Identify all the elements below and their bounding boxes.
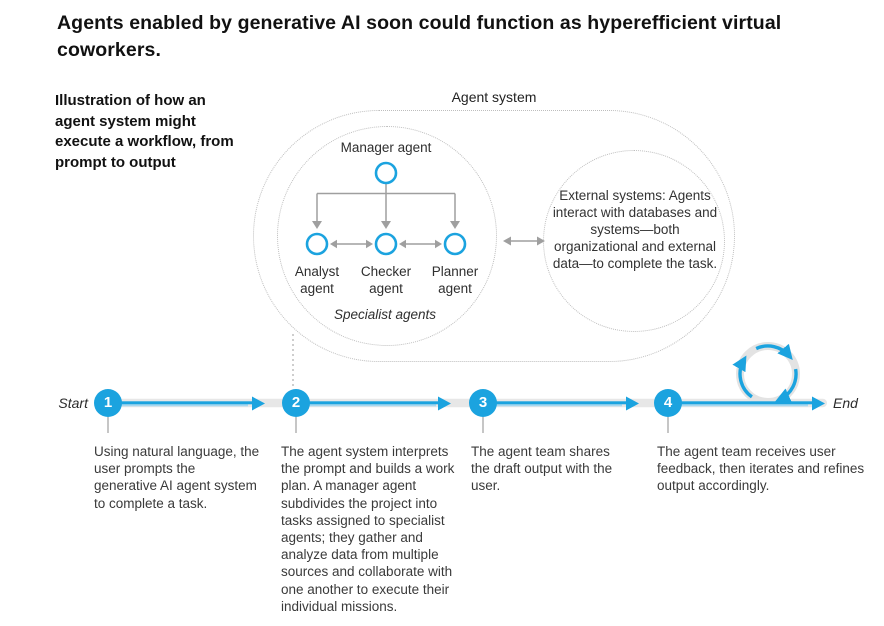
external-systems-text: External systems: Agents interact with d…: [552, 188, 718, 271]
step-4-description: The agent team receives user feedback, t…: [657, 444, 865, 494]
specialist-agents-boundary: [277, 126, 497, 346]
agent-system-boundary: [253, 110, 735, 362]
planner-agent-label: Planner agent: [431, 264, 479, 296]
iteration-loop-icon: [732, 343, 798, 403]
external-interaction-arrow: [503, 236, 545, 246]
org-tree-connector: [316, 184, 456, 222]
agent-nodes: [305, 161, 467, 256]
step-1-description: Using natural language, the user prompts…: [94, 444, 260, 511]
analyst-agent-node: [305, 232, 329, 256]
specialist-agents-caption: Specialist agents: [333, 307, 437, 322]
manager-agent-label: Manager agent: [340, 140, 432, 155]
step-node-1: 1: [94, 389, 122, 417]
timeline-end-label: End: [833, 395, 858, 411]
checker-agent-node: [374, 232, 398, 256]
collaboration-arrows: [330, 239, 442, 249]
page-title: Agents enabled by generative AI soon cou…: [57, 12, 782, 61]
step-node-3: 3: [469, 389, 497, 417]
chart-subtitle: Illustration of how an agent system migh…: [55, 92, 234, 171]
planner-agent-node: [443, 232, 467, 256]
checker-agent-label: Checker agent: [360, 264, 412, 296]
org-tree-arrowheads: [312, 221, 460, 229]
step-2-description: The agent system interprets the prompt a…: [281, 444, 455, 614]
step-tick-marks: [107, 417, 669, 433]
timeline-track: [100, 398, 827, 408]
step-3-description: The agent team shares the draft output w…: [471, 444, 613, 494]
analyst-agent-label: Analyst agent: [294, 264, 340, 296]
timeline-arrows: [110, 396, 825, 411]
manager-agent-node: [374, 161, 398, 185]
timeline-start-label: Start: [58, 395, 88, 411]
step-node-4: 4: [654, 389, 682, 417]
agent-system-label: Agent system: [451, 89, 537, 105]
timeline-subline: [110, 404, 808, 407]
step-node-2: 2: [282, 389, 310, 417]
